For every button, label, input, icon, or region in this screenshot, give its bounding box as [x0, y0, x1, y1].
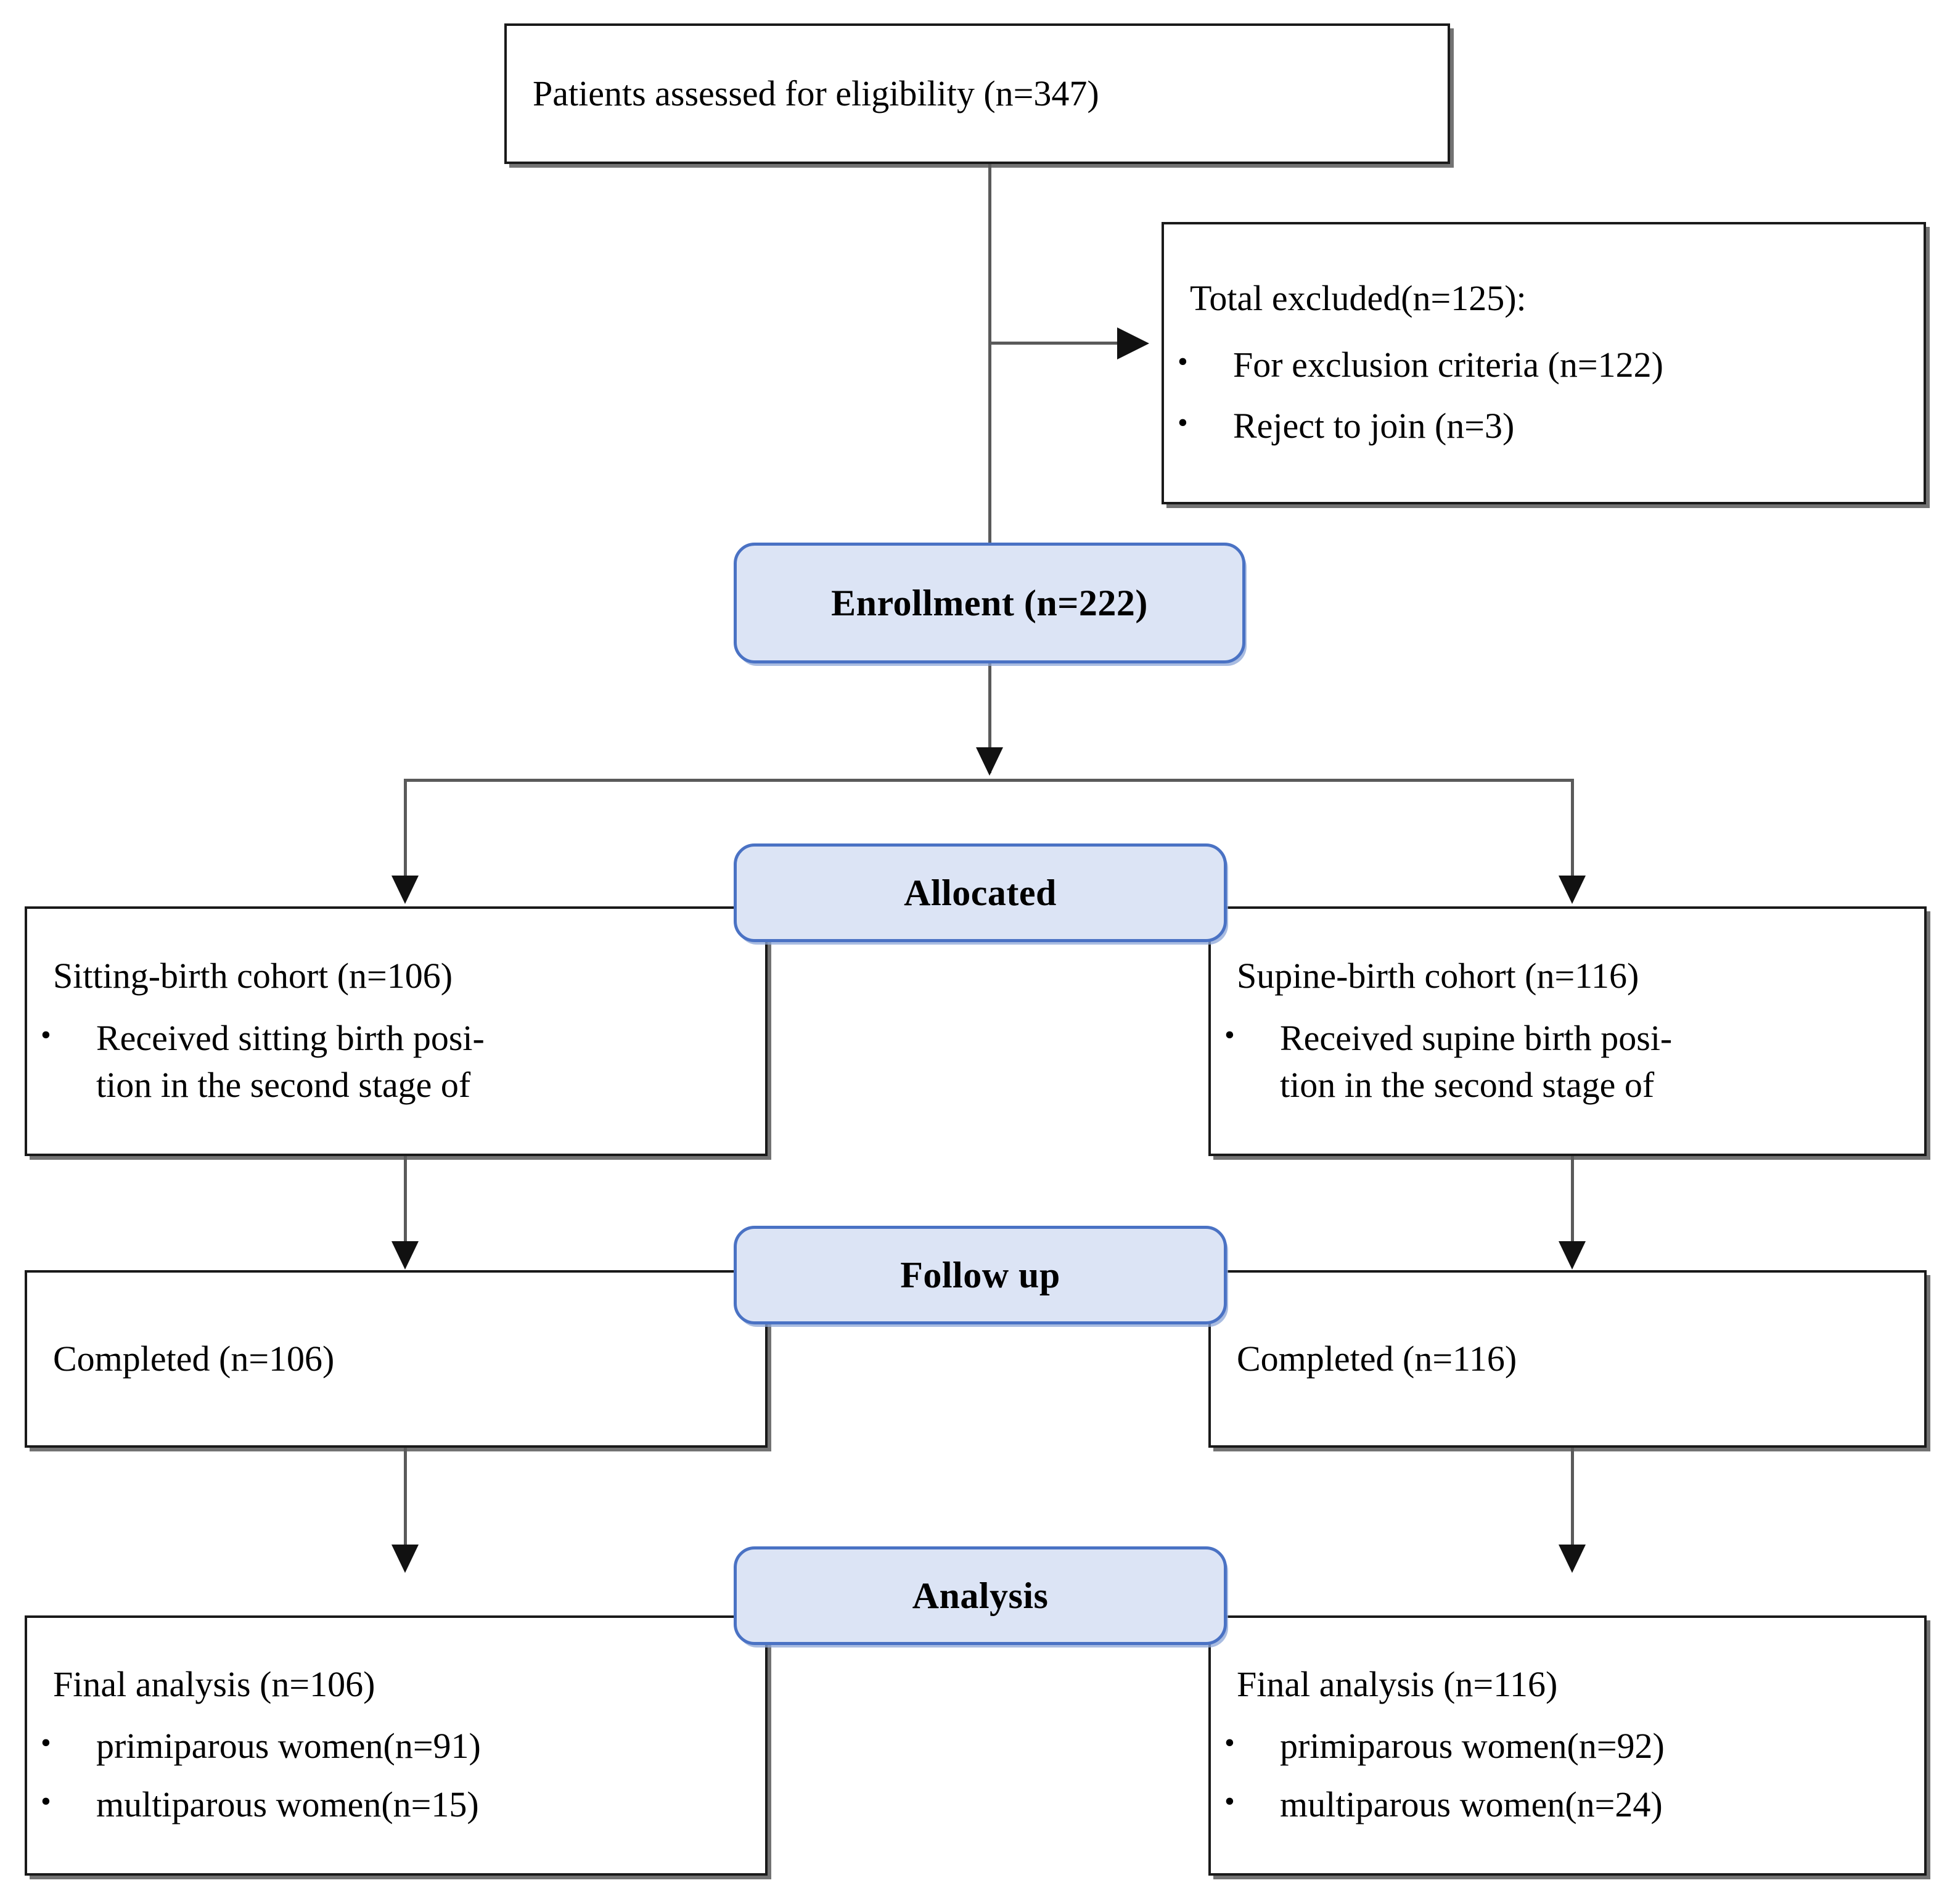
arrowhead-left-followup — [391, 1241, 419, 1270]
stage-badge-allocated-label: Allocated — [904, 872, 1057, 913]
analysis-right-item-1: • multiparous women(n=24) — [1211, 1781, 1924, 1828]
bullet-icon: • — [1224, 1785, 1235, 1818]
bullet-icon: • — [1178, 345, 1188, 378]
stage-badge-follow-up-label: Follow up — [900, 1254, 1060, 1295]
allocation-left-bullet-line1: Received sitting birth posi- — [96, 1018, 485, 1059]
excluded-heading: Total excluded(n=125): — [1190, 278, 1527, 319]
bullet-icon: • — [41, 1726, 51, 1759]
arrowhead-to-excluded — [1117, 327, 1149, 359]
connector-eligibility-to-enrollment — [988, 164, 991, 543]
connector-to-excluded — [988, 342, 1130, 345]
eligibility-text: Patients assessed for eligibility (n=347… — [533, 73, 1099, 113]
followup-right-text: Completed (n=116) — [1237, 1338, 1517, 1379]
allocation-right-bullet: • Received supine birth posi- tion in th… — [1211, 1015, 1924, 1108]
stage-badge-analysis-label: Analysis — [912, 1575, 1049, 1616]
allocation-right-bullet-line2: tion in the second stage of — [1280, 1064, 1655, 1105]
analysis-left-item-0-text: primiparous women(n=91) — [96, 1725, 481, 1766]
arrowhead-right-analysis — [1559, 1545, 1586, 1573]
connector-right-alloc-to-followup — [1571, 1156, 1574, 1254]
analysis-left-item-1: • multiparous women(n=15) — [27, 1781, 765, 1828]
arrowhead-right-allocation — [1559, 876, 1586, 904]
analysis-right-heading: Final analysis (n=116) — [1237, 1664, 1558, 1705]
connector-split-left — [404, 779, 407, 887]
stage-badge-enrollment: Enrollment (n=222) — [734, 543, 1245, 663]
analysis-left-item-0: • primiparous women(n=91) — [27, 1723, 765, 1769]
allocation-right-heading: Supine-birth cohort (n=116) — [1237, 955, 1639, 996]
bullet-icon: • — [1224, 1726, 1235, 1759]
arrowhead-left-analysis — [391, 1545, 419, 1573]
analysis-right-item-0: • primiparous women(n=92) — [1211, 1723, 1924, 1769]
stage-badge-follow-up: Follow up — [734, 1226, 1227, 1324]
arrowhead-enrollment-split — [976, 747, 1003, 776]
excluded-item-0: • For exclusion criteria (n=122) — [1164, 342, 1924, 388]
stage-badge-allocated: Allocated — [734, 843, 1227, 942]
analysis-left-heading: Final analysis (n=106) — [53, 1664, 375, 1705]
connector-left-alloc-to-followup — [404, 1156, 407, 1254]
followup-box-right: Completed (n=116) — [1208, 1270, 1927, 1448]
allocation-box-left: Sitting-birth cohort (n=106) • Received … — [25, 906, 768, 1156]
eligibility-box: Patients assessed for eligibility (n=347… — [504, 23, 1450, 164]
stage-badge-enrollment-label: Enrollment (n=222) — [831, 582, 1148, 623]
followup-box-left: Completed (n=106) — [25, 1270, 768, 1448]
analysis-right-item-0-text: primiparous women(n=92) — [1280, 1725, 1665, 1766]
connector-split-right — [1571, 779, 1574, 887]
bullet-icon: • — [41, 1785, 51, 1818]
followup-left-text: Completed (n=106) — [53, 1338, 335, 1379]
analysis-left-item-1-text: multiparous women(n=15) — [96, 1784, 479, 1825]
excluded-item-1-text: Reject to join (n=3) — [1233, 406, 1515, 446]
connector-right-followup-to-analysis — [1571, 1448, 1574, 1556]
stage-badge-analysis: Analysis — [734, 1546, 1227, 1645]
connector-left-followup-to-analysis — [404, 1448, 407, 1556]
allocation-box-right: Supine-birth cohort (n=116) • Received s… — [1208, 906, 1927, 1156]
analysis-box-left: Final analysis (n=106) • primiparous wom… — [25, 1615, 768, 1876]
allocation-right-bullet-line1: Received supine birth posi- — [1280, 1018, 1673, 1059]
bullet-icon: • — [1224, 1019, 1235, 1052]
allocation-left-bullet: • Received sitting birth posi- tion in t… — [27, 1015, 765, 1108]
connector-enrollment-down — [988, 663, 991, 773]
arrowhead-right-followup — [1559, 1241, 1586, 1270]
excluded-item-1: • Reject to join (n=3) — [1164, 403, 1924, 449]
bullet-icon: • — [1178, 406, 1188, 440]
allocation-left-heading: Sitting-birth cohort (n=106) — [53, 955, 453, 996]
allocation-left-bullet-line2: tion in the second stage of — [96, 1064, 471, 1105]
bullet-icon: • — [41, 1019, 51, 1052]
arrowhead-left-allocation — [391, 876, 419, 904]
allocation-split-bar — [404, 779, 1574, 782]
excluded-item-0-text: For exclusion criteria (n=122) — [1233, 344, 1663, 385]
analysis-box-right: Final analysis (n=116) • primiparous wom… — [1208, 1615, 1927, 1876]
excluded-box: Total excluded(n=125): • For exclusion c… — [1162, 222, 1926, 504]
analysis-right-item-1-text: multiparous women(n=24) — [1280, 1784, 1663, 1825]
